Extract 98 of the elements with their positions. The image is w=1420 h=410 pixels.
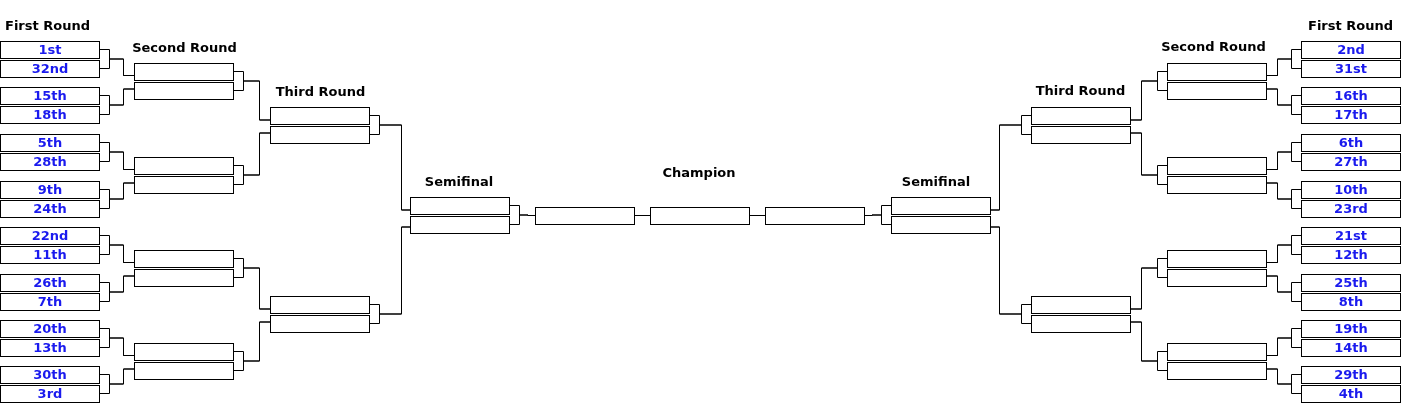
bracket-slot xyxy=(134,343,234,361)
bracket-slot xyxy=(134,63,234,81)
bracket-slot xyxy=(270,315,370,333)
bracket-line xyxy=(1266,368,1302,394)
round-heading: Second Round xyxy=(132,40,237,56)
seed-slot: 9th xyxy=(0,181,100,199)
seed-slot: 21st xyxy=(1301,227,1401,245)
seed-slot: 7th xyxy=(0,293,100,311)
bracket-line xyxy=(99,88,135,115)
bracket-line xyxy=(99,151,135,170)
bracket-slot xyxy=(134,157,234,175)
bracket-line xyxy=(233,321,271,371)
bracket-line xyxy=(233,80,271,121)
bracket-line xyxy=(1266,244,1302,263)
round-heading: First Round xyxy=(5,17,90,34)
bracket-line xyxy=(1130,132,1168,185)
bracket-slot xyxy=(891,197,991,215)
bracket-slot xyxy=(535,207,635,225)
bracket-slot xyxy=(1167,82,1267,100)
seed-slot: 1st xyxy=(0,41,100,59)
bracket-slot xyxy=(1167,269,1267,287)
seed-slot: 16th xyxy=(1301,87,1401,105)
seed-slot: 20th xyxy=(0,320,100,338)
seed-slot: 10th xyxy=(1301,181,1401,199)
bracket-line xyxy=(1266,88,1302,115)
round-heading: Second Round xyxy=(1161,38,1266,55)
bracket-line xyxy=(99,337,135,356)
bracket-slot xyxy=(270,296,370,314)
seed-slot: 25th xyxy=(1301,274,1401,292)
seed-slot: 27th xyxy=(1301,153,1401,171)
bracket-slot xyxy=(134,176,234,194)
bracket-slot xyxy=(1167,362,1267,380)
seed-slot: 22nd xyxy=(0,227,100,245)
bracket-line xyxy=(1266,151,1302,170)
bracket-slot xyxy=(1031,315,1131,333)
bracket-line xyxy=(99,58,135,76)
seed-slot: 15th xyxy=(0,87,100,105)
seed-slot: 5th xyxy=(0,134,100,152)
seed-slot: 24th xyxy=(0,200,100,218)
seed-slot: 23rd xyxy=(1301,200,1401,218)
seed-slot: 29th xyxy=(1301,366,1401,384)
bracket-slot xyxy=(1031,296,1131,314)
seed-slot: 30th xyxy=(0,366,100,384)
seed-slot: 13th xyxy=(0,339,100,357)
bracket-line xyxy=(99,275,135,302)
bracket-line xyxy=(1130,80,1168,121)
bracket-slot xyxy=(765,207,865,225)
seed-slot: 11th xyxy=(0,246,100,264)
bracket-slot xyxy=(1167,343,1267,361)
bracket-slot xyxy=(650,207,750,225)
bracket-slot xyxy=(1031,107,1131,125)
seed-slot: 12th xyxy=(1301,246,1401,264)
seed-slot: 8th xyxy=(1301,293,1401,311)
bracket-slot xyxy=(410,216,510,234)
seed-slot: 18th xyxy=(0,106,100,124)
bracket-line xyxy=(233,267,271,310)
seed-slot: 28th xyxy=(0,153,100,171)
round-heading: First Round xyxy=(1308,18,1393,34)
bracket-line xyxy=(1130,267,1168,310)
bracket-slot xyxy=(270,107,370,125)
seed-slot: 4th xyxy=(1301,385,1401,403)
seed-slot: 2nd xyxy=(1301,41,1401,59)
bracket-line xyxy=(864,214,892,225)
bracket-slot xyxy=(134,250,234,268)
bracket-slot xyxy=(891,216,991,234)
seed-slot: 32nd xyxy=(0,60,100,78)
round-heading: Third Round xyxy=(1035,83,1126,99)
seed-slot: 26th xyxy=(0,274,100,292)
bracket-line xyxy=(1266,58,1302,76)
bracket-slot xyxy=(134,82,234,100)
seed-slot: 14th xyxy=(1301,339,1401,357)
bracket-line xyxy=(1130,321,1168,371)
bracket-slot xyxy=(1167,176,1267,194)
seed-slot: 6th xyxy=(1301,134,1401,152)
bracket-slot xyxy=(134,269,234,287)
bracket-slot xyxy=(410,197,510,215)
seed-slot: 19th xyxy=(1301,320,1401,338)
seed-slot: 3rd xyxy=(0,385,100,403)
bracket-slot xyxy=(1031,126,1131,144)
round-heading: Third Round xyxy=(275,84,366,100)
bracket-slot xyxy=(1167,250,1267,268)
round-heading: Semifinal xyxy=(901,173,971,190)
bracket-line xyxy=(509,214,536,225)
seed-slot: 17th xyxy=(1301,106,1401,124)
bracket-line xyxy=(233,132,271,185)
bracket-slot xyxy=(1167,63,1267,81)
round-heading: Semifinal xyxy=(424,173,494,190)
bracket-line xyxy=(1266,182,1302,209)
bracket-line xyxy=(99,182,135,209)
bracket-line xyxy=(1266,275,1302,302)
bracket-slot xyxy=(270,126,370,144)
bracket-line xyxy=(99,244,135,263)
round-heading: Champion xyxy=(662,165,736,181)
bracket-slot xyxy=(1167,157,1267,175)
bracket-slot xyxy=(134,362,234,380)
bracket-line xyxy=(1266,337,1302,356)
bracket-line xyxy=(99,368,135,394)
seed-slot: 31st xyxy=(1301,60,1401,78)
